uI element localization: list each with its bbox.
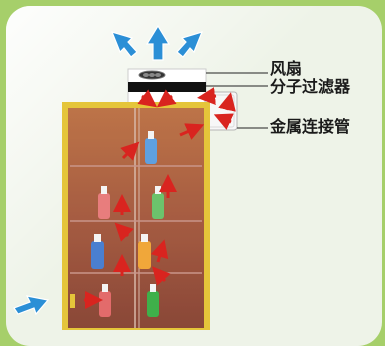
airflow-arrow-icon <box>13 295 50 316</box>
airflow-arrow-icon <box>179 123 205 140</box>
bottle-icon <box>147 284 159 317</box>
bottle-icon <box>98 186 110 219</box>
bottle-icon <box>145 131 157 164</box>
airflow-arrow-icon <box>213 113 234 130</box>
bottle-icon <box>91 234 104 269</box>
fan-label: 风扇 <box>270 59 303 78</box>
airflow-arrow-icon <box>145 24 171 61</box>
airflow-arrow-icon <box>120 141 140 161</box>
fan-icon <box>138 70 166 80</box>
airflow-arrow-icon <box>218 92 236 112</box>
molecular-filter-label: 分子过滤器 <box>270 77 351 96</box>
cabinet <box>62 102 210 330</box>
airflow-arrow-icon <box>197 87 217 106</box>
airflow-arrow-icon <box>150 239 169 263</box>
airflow-arrow-icon <box>152 266 171 286</box>
molecular-filter-layer <box>128 82 206 92</box>
airflow-arrow-icon <box>137 89 158 108</box>
airflow-arrow-icon <box>176 31 204 58</box>
airflow-arrow-icon <box>156 89 177 108</box>
airflow-arrow-icon <box>110 31 138 58</box>
bottle-icon <box>138 234 151 269</box>
cabinet-diagram <box>13 24 268 330</box>
door-handle <box>70 294 75 308</box>
bottle-icon <box>152 186 164 219</box>
metal-connector-label: 金属连接管 <box>270 117 351 136</box>
airflow-arrow-icon <box>114 222 134 242</box>
